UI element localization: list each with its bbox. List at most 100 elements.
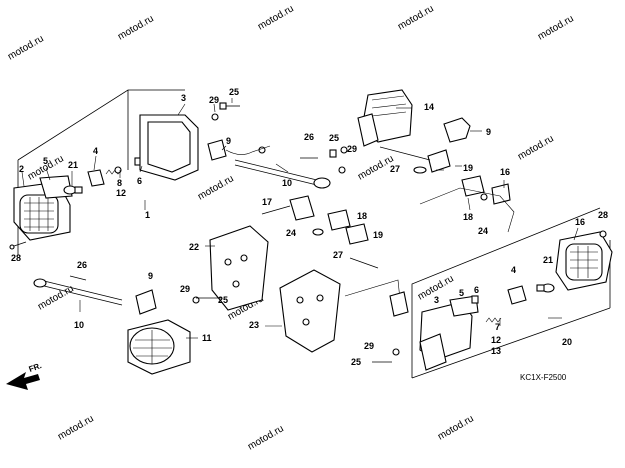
leader-lines [21,98,579,339]
bolt-26 [69,275,87,281]
grommet-27 [413,166,427,174]
socket-4 [507,285,527,305]
front-direction-arrow: FR. [6,361,43,390]
diagram-code: KC1X-F2500 [520,373,567,382]
part-label-16: 16 [575,217,585,227]
gasket-5 [449,295,479,317]
stay-10 [234,146,331,189]
washer-29 [192,296,200,304]
part-label-25: 25 [329,133,339,143]
bracket-22 [209,225,269,311]
part-label-20: 20 [562,337,572,347]
signal-lamp-11 [127,319,191,375]
part-label-5: 5 [459,288,464,298]
watermark: motod.ru [116,13,156,42]
case-9 [135,289,157,315]
part-label-27: 27 [390,164,400,174]
bracket-23 [279,269,341,353]
washer-29 [211,113,219,121]
spring-7 [485,317,502,323]
part-label-10: 10 [282,178,292,188]
mount-16 [491,183,511,205]
part-label-19: 19 [373,230,383,240]
collar-24 [480,193,488,201]
wire-14 [379,146,431,161]
wire-9 [225,145,271,155]
part-label-13: 13 [491,346,501,356]
watermark: motod.ru [246,423,286,452]
part-label-24: 24 [478,226,488,236]
part-label-11: 11 [202,333,212,343]
part-label-22: 22 [189,242,199,252]
watermark: motod.ru [56,413,96,442]
watermark: motod.ru [256,3,296,32]
part-label-25: 25 [229,87,239,97]
part-label-25: 25 [218,295,228,305]
bolt-25 [219,102,240,110]
socket-4 [87,169,105,187]
part-label-12: 12 [491,335,501,345]
part-label-18: 18 [357,211,367,221]
rear-right-signal-assembly [372,207,613,379]
watermark: motod.ru [36,283,76,312]
case-9 [389,291,409,317]
stay-10 [33,278,123,306]
part-label-9: 9 [486,127,491,137]
screw-28 [9,241,27,250]
watermark: motod.ru [436,413,476,442]
part-label-3: 3 [181,93,186,103]
bracket-18 [327,209,351,231]
front-right-signal-unit [357,89,515,233]
gasket-5 [39,175,73,199]
lens-15 [555,231,613,291]
part-label-9: 9 [226,136,231,146]
rubber-6 [471,295,479,304]
part-label-16: 16 [500,167,510,177]
part-label-12: 12 [116,188,126,198]
part-label-7: 7 [495,322,500,332]
assembly-bracket-20 [411,207,601,378]
cap-9 [443,117,471,143]
part-number-labels: 1 2 3 3 4 4 5 5 6 6 7 8 9 9 9 10 10 11 1… [11,87,608,367]
nut-29 [340,146,348,154]
watermark: motod.ru [396,3,436,32]
part-label-8: 8 [117,178,122,188]
part-label-21: 21 [68,160,78,170]
signal-unit-14 [357,89,413,147]
part-label-29: 29 [347,144,357,154]
part-label-27: 27 [333,250,343,260]
part-label-29: 29 [180,284,190,294]
bracket-19 [289,195,315,221]
part-label-21: 21 [543,255,553,265]
bolt-25 [329,149,337,158]
part-label-28: 28 [598,210,608,220]
bolt-17 [261,205,291,215]
washer-8 [114,166,122,174]
part-label-3: 3 [434,295,439,305]
part-label-9: 9 [148,271,153,281]
bracket-19 [345,223,369,245]
part-label-10: 10 [74,320,84,330]
housing-3 [419,301,473,371]
grommet-27 [349,257,379,269]
collar-24 [312,228,324,236]
bulb-21 [63,185,83,195]
watermark: motod.ru [516,133,556,162]
mount-19 [427,149,451,173]
part-label-1: 1 [145,210,150,220]
mid-brackets [209,195,401,353]
part-label-23: 23 [249,320,259,330]
assembly-bracket-20 [411,307,611,379]
watermark: motod.ru [6,33,46,62]
bulb-21 [536,283,555,293]
screw-28 [599,230,607,238]
wire-16 [419,187,515,233]
direction-label: FR. [28,361,43,374]
front-left-signal-assembly [9,89,348,255]
part-label-26: 26 [77,260,87,270]
part-label-29: 29 [364,341,374,351]
part-label-19: 19 [463,163,473,173]
part-label-24: 24 [286,228,296,238]
mount-18 [461,175,485,197]
